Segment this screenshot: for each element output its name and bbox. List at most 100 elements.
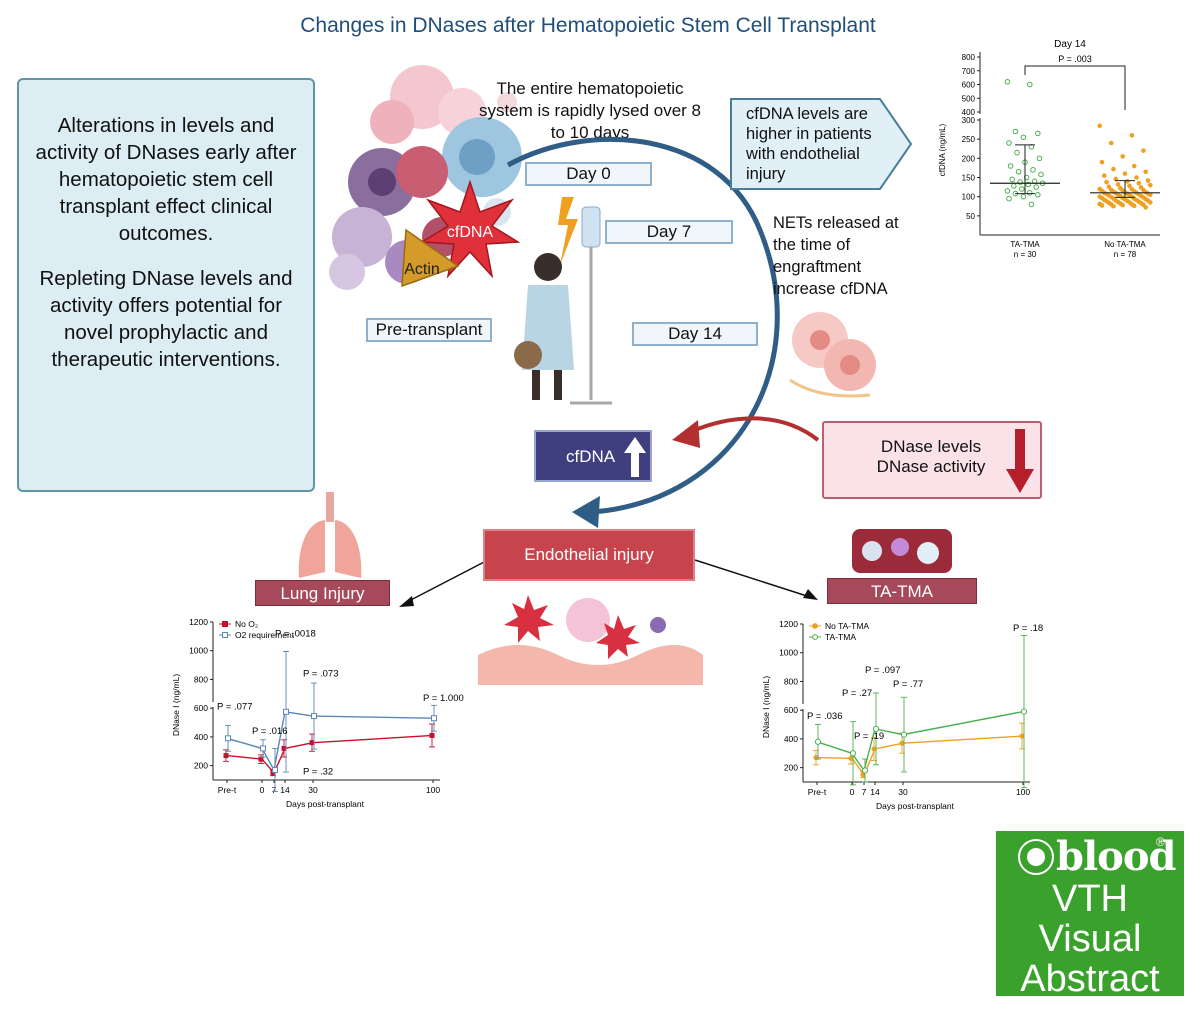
cfdna-note-text: cfDNA levels are higher in patients with… [746, 105, 872, 183]
y-tick-label: 200 [194, 761, 208, 771]
data-point [1120, 154, 1125, 159]
data-point [861, 767, 869, 774]
cfdna-increase-label: cfDNA [566, 447, 616, 466]
data-point [1006, 140, 1012, 146]
logo-line-2: Visual [1038, 918, 1142, 960]
data-point [1099, 203, 1105, 208]
x-tick-label: 100 [1016, 787, 1030, 797]
data-point [900, 731, 908, 738]
significance-bracket [1024, 65, 1126, 110]
summary-paragraph-1: Alterations in levels and activity of DN… [35, 114, 297, 245]
data-point [1108, 140, 1114, 146]
day-7-label: Day 7 [605, 220, 733, 244]
data-point [1097, 123, 1102, 129]
data-point [1033, 184, 1039, 190]
cfdna-star-label: cfDNA [447, 224, 494, 241]
data-point [848, 755, 854, 761]
p-value-label: P = .077 [217, 702, 252, 713]
data-point [1009, 176, 1015, 183]
data-point [1004, 188, 1011, 194]
data-point [899, 740, 905, 746]
arrow-down-icon [1006, 429, 1034, 493]
x-tick-label: 0 [850, 787, 855, 797]
p-value-label: P = .19 [854, 731, 884, 742]
data-point [1102, 173, 1107, 178]
p-value-label: P = .036 [807, 711, 842, 722]
x-category-label: TA-TMA [1010, 240, 1040, 249]
data-point [1145, 178, 1151, 183]
actin-shape: Actin [401, 228, 460, 288]
data-point [281, 745, 287, 751]
p-value-label: P = .0018 [275, 628, 316, 639]
data-point [283, 708, 289, 715]
data-point [258, 756, 264, 762]
x-tick-label: 7 [862, 787, 867, 797]
data-point [1028, 201, 1035, 208]
data-point [1099, 159, 1105, 165]
y-axis-label: cfDNA (ng/mL) [938, 123, 947, 176]
series-line [226, 734, 434, 775]
y-tick-label: 600 [194, 703, 208, 713]
patient-illustration [514, 197, 612, 405]
data-point [1148, 200, 1153, 205]
data-point [431, 715, 437, 722]
data-point [1030, 167, 1036, 173]
logo-line-3: Abstract [1020, 958, 1160, 1000]
cfdna-note-shape [730, 98, 913, 190]
y-tick-label: 50 [966, 212, 975, 221]
data-point [309, 740, 315, 746]
data-point [260, 745, 266, 752]
chart-title: Day 14 [1054, 39, 1086, 50]
data-point [1023, 174, 1030, 181]
x-tick-label: 100 [426, 785, 440, 795]
summary-panel: Alterations in levels and activity of DN… [17, 78, 315, 492]
data-point [1012, 128, 1019, 135]
y-tick-label: 400 [784, 734, 798, 744]
data-point [1015, 168, 1022, 175]
p-value-label: P = .77 [893, 679, 923, 690]
day-0-label: Day 0 [525, 162, 652, 186]
data-point [1125, 179, 1130, 184]
cfdna-star-icon: cfDNA [419, 179, 521, 279]
day-14-label: Day 14 [632, 322, 758, 346]
dnase-activity-label: DNase activity [876, 457, 986, 476]
data-point [1017, 179, 1023, 185]
data-point [1036, 155, 1043, 162]
y-tick-label: 300 [962, 116, 976, 125]
y-axis-label: DNase I (ng/mL) [171, 674, 181, 737]
y-tick-label: 600 [962, 81, 976, 90]
data-point [1129, 133, 1135, 138]
data-point [849, 750, 857, 757]
data-point [1122, 171, 1128, 176]
data-point [1111, 166, 1116, 172]
data-point [1143, 169, 1148, 175]
y-tick-label: 200 [962, 154, 976, 163]
x-tick-label: 30 [308, 785, 318, 795]
data-point [1019, 186, 1025, 192]
data-point [1035, 191, 1041, 198]
y-tick-label: 1000 [189, 646, 208, 656]
p-value-label: P = .18 [1013, 623, 1043, 634]
p-value-label: P = .016 [252, 726, 287, 737]
endothelium-illustration [478, 595, 703, 685]
y-tick-label: 700 [962, 67, 976, 76]
data-point [1136, 180, 1142, 186]
data-point [1014, 149, 1020, 156]
summary-paragraph-2: Repleting DNase levels and activity offe… [39, 267, 293, 371]
data-point [1131, 163, 1137, 169]
p-value-label: P = .097 [865, 665, 900, 676]
legend-marker [812, 623, 818, 629]
x-tick-label: 0 [260, 785, 265, 795]
logo-line-1: VTH [1052, 878, 1128, 920]
series-line [226, 710, 434, 772]
data-point [1020, 708, 1028, 715]
cfdna-note: cfDNA levels are higher in patients with… [730, 98, 912, 190]
data-point [223, 753, 229, 759]
dnase-levels-label: DNase levels [880, 437, 982, 456]
data-point [1038, 171, 1044, 178]
series-line [816, 735, 1024, 777]
data-point [1148, 182, 1153, 188]
